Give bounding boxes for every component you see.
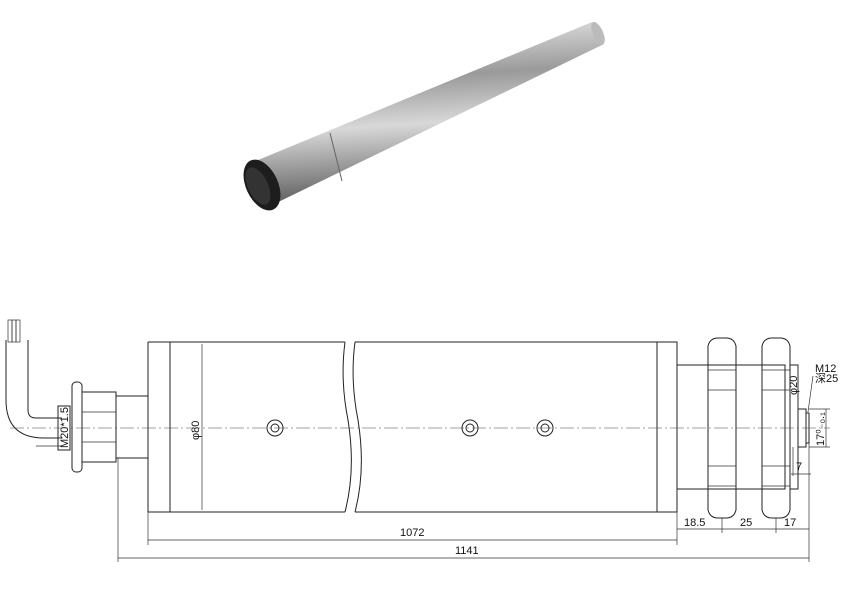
dim-17: 17 xyxy=(784,517,796,529)
dimensions: 1072 1141 18.5 25 17 φ20 M12 深25 17⁰₋₀.₁… xyxy=(117,363,838,562)
dim-25: 25 xyxy=(740,517,752,529)
flat-offset-label: 7 xyxy=(796,461,802,473)
sprocket-assembly xyxy=(676,337,810,519)
m12-label: M12 xyxy=(815,363,836,375)
flat-dim-label: 17⁰₋₀.₁ xyxy=(815,412,827,446)
thread-label: M20*1.5 xyxy=(59,407,71,448)
total-length-label: 1141 xyxy=(455,545,479,557)
cable xyxy=(5,319,62,447)
roller-tube: φ80 xyxy=(147,341,678,513)
dim-18-5: 18.5 xyxy=(684,517,705,529)
diameter-label: φ80 xyxy=(190,421,202,440)
cable-gland: M20*1.5 xyxy=(57,381,149,473)
product-photo xyxy=(243,21,605,211)
depth-label: 深25 xyxy=(815,372,838,385)
shaft-diameter-label: φ20 xyxy=(788,376,800,395)
tube-length-label: 1072 xyxy=(400,527,424,539)
